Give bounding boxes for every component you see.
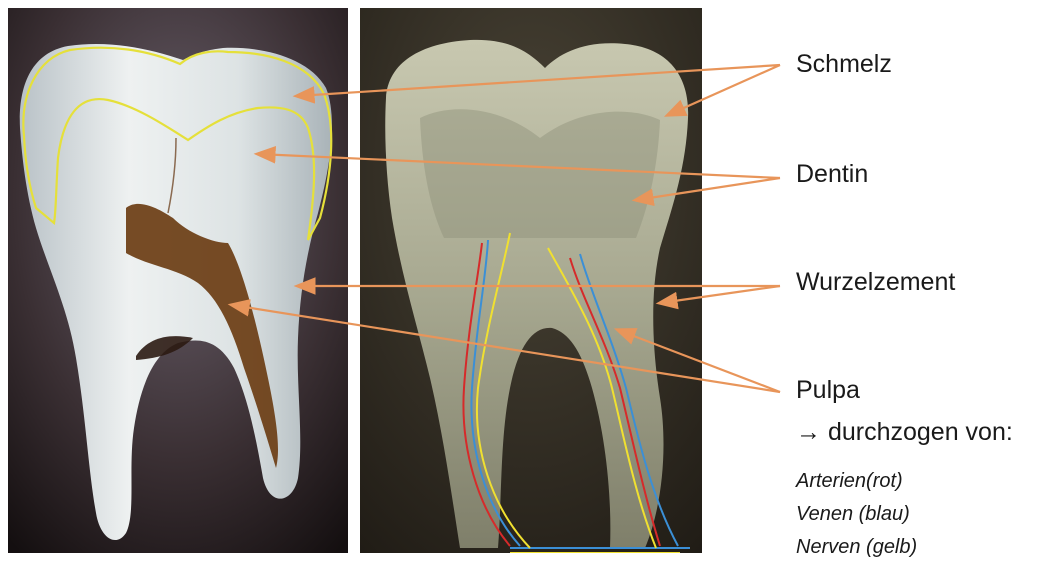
label-schmelz: Schmelz bbox=[796, 50, 892, 79]
label-arterien: Arterien(rot) bbox=[796, 470, 903, 493]
tooth-section-photo bbox=[8, 8, 348, 553]
label-dentin: Dentin bbox=[796, 160, 868, 189]
label-durchzogen: → durchzogen von: bbox=[796, 418, 1013, 447]
label-pulpa: Pulpa bbox=[796, 376, 860, 405]
tooth-vessels-illustration bbox=[360, 8, 702, 553]
label-nerven: Nerven (gelb) bbox=[796, 536, 917, 559]
label-wurzelzement: Wurzelzement bbox=[796, 268, 955, 297]
tooth-xray-photo bbox=[360, 8, 702, 553]
tooth-section-illustration bbox=[8, 8, 348, 553]
label-venen: Venen (blau) bbox=[796, 503, 910, 526]
